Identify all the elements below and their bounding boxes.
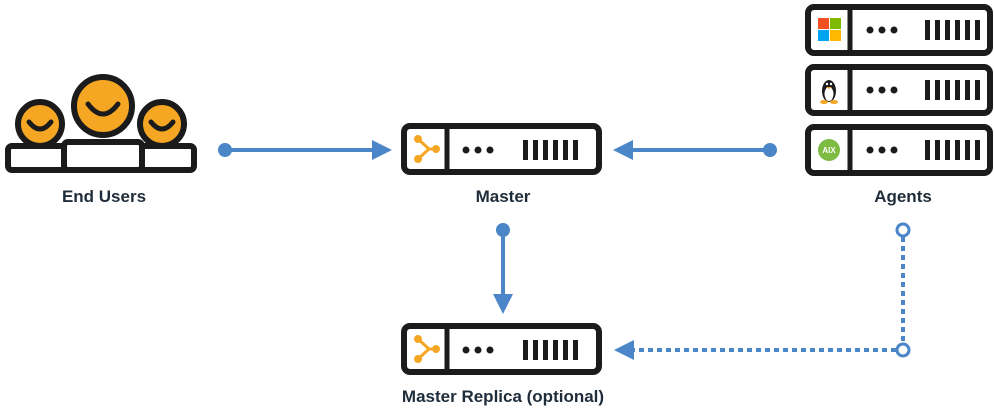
master-branch-icon: [414, 135, 440, 163]
aix-badge-icon: AIX: [818, 139, 840, 161]
master-server-icon: [401, 123, 602, 175]
end-users-icon: [5, 74, 197, 173]
agent-server-aix: AIX: [805, 124, 993, 176]
master-replica-server-icon: [401, 323, 602, 375]
replica-branch-icon: [414, 335, 440, 363]
aix-badge-text: AIX: [822, 146, 836, 155]
connector-agents-to-master: [613, 140, 777, 160]
connector-agents-to-replica-optional: [614, 222, 911, 360]
connector-users-to-master: [218, 140, 392, 160]
connector-master-to-replica: [493, 223, 513, 314]
agent-server-windows: [805, 4, 993, 56]
end-users-label: End Users: [61, 187, 147, 206]
master-label: Master: [475, 187, 531, 206]
linux-tux-icon: [820, 80, 838, 104]
agent-server-linux: [805, 64, 993, 116]
master-replica-label: Master Replica (optional): [401, 387, 605, 406]
windows-logo-icon: [818, 18, 841, 41]
agents-label: Agents: [874, 187, 932, 206]
